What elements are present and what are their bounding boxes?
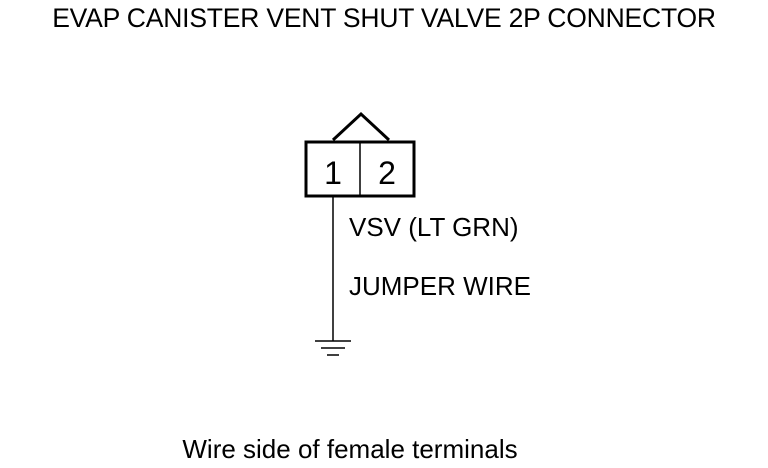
view-caption: Wire side of female terminals [182, 434, 518, 464]
pin-1-label: 1 [324, 155, 342, 191]
connector-key-icon [331, 111, 391, 142]
wire-color-label: VSV (LT GRN) [349, 212, 519, 242]
diagram-title: EVAP CANISTER VENT SHUT VALVE 2P CONNECT… [52, 3, 716, 33]
pin-2-label: 2 [378, 155, 396, 191]
ground-symbol-icon [315, 340, 351, 356]
jumper-wire-label: JUMPER WIRE [349, 271, 531, 301]
